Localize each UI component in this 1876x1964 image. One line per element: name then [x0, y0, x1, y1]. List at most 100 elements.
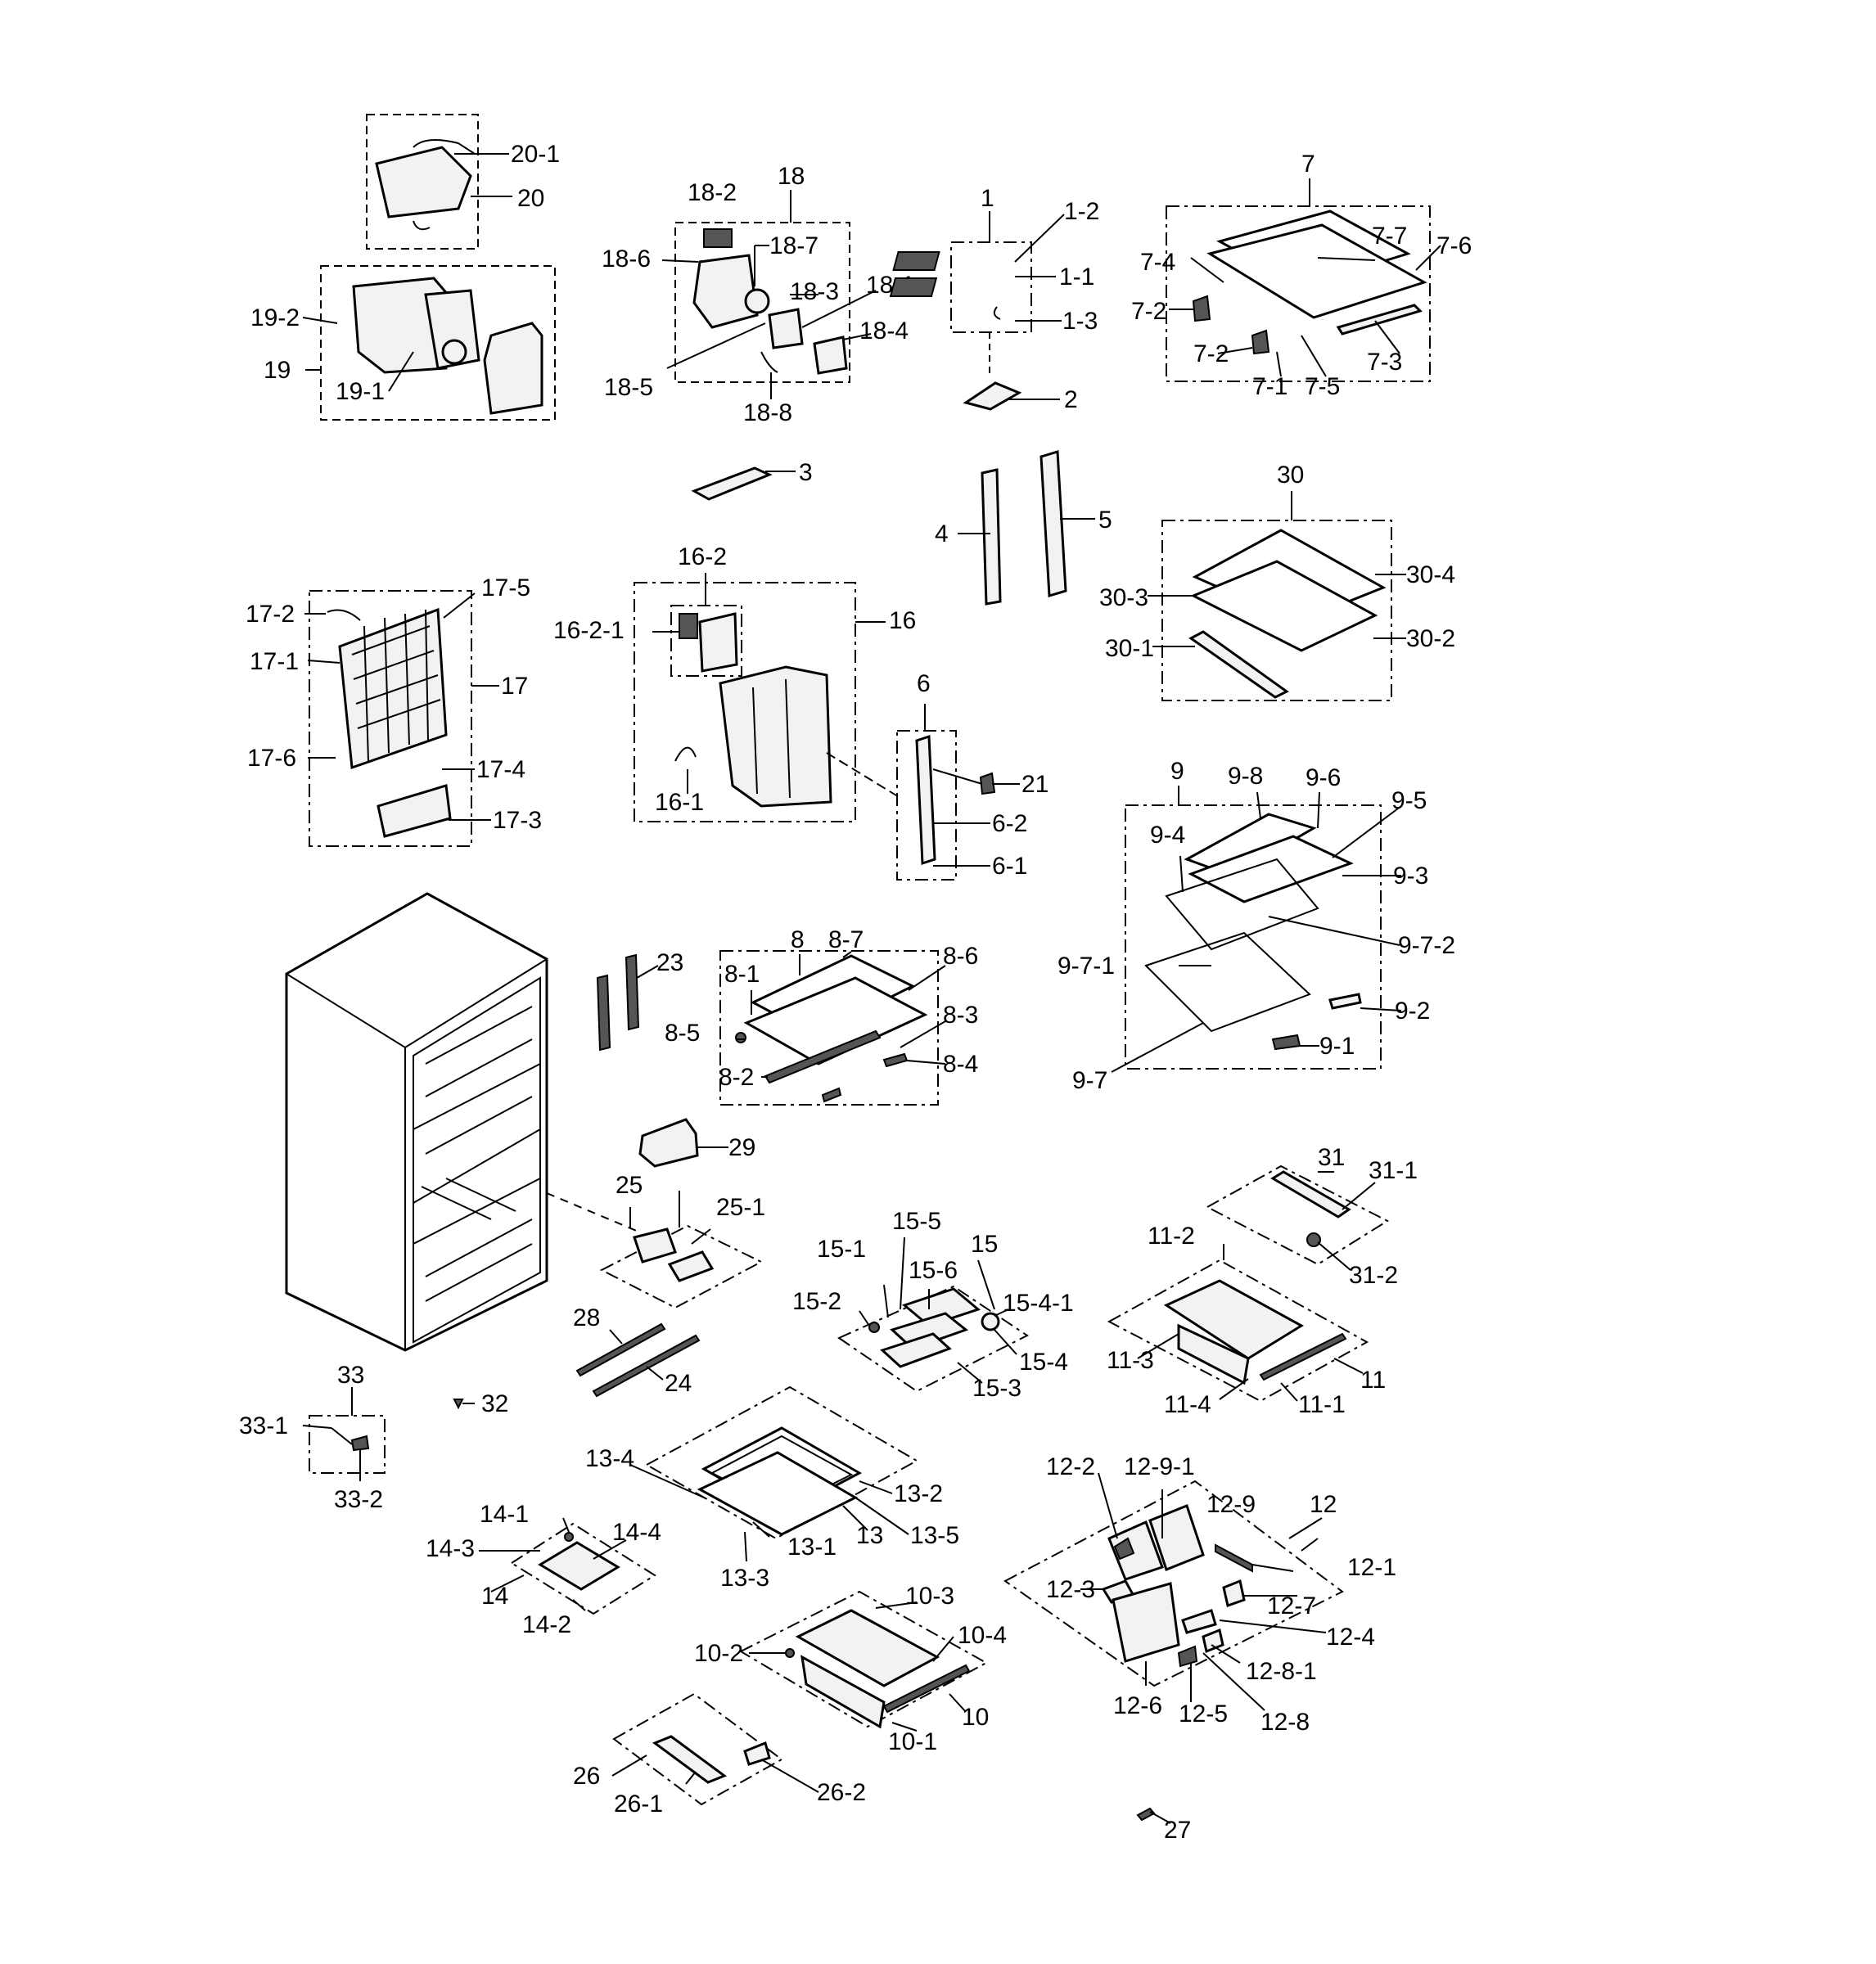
- label-2: 2: [1064, 386, 1078, 413]
- label-10-4: 10-4: [958, 1622, 1007, 1649]
- group-10: [738, 1590, 989, 1732]
- label-8-5: 8-5: [665, 1020, 700, 1047]
- label-19: 19: [264, 357, 291, 384]
- label-17-6: 17-6: [247, 745, 296, 772]
- label-12-7: 12-7: [1267, 1592, 1316, 1619]
- label-8: 8: [791, 926, 805, 953]
- label-29: 29: [728, 1134, 755, 1161]
- label-5: 5: [1098, 507, 1112, 534]
- label-18-4: 18-4: [859, 318, 909, 345]
- label-15-4-1: 15-4-1: [1003, 1290, 1074, 1317]
- label-15-3: 15-3: [972, 1375, 1021, 1402]
- label-33: 33: [337, 1362, 364, 1389]
- label-7: 7: [1301, 151, 1315, 178]
- label-17-5: 17-5: [481, 574, 530, 601]
- label-14: 14: [481, 1583, 508, 1610]
- label-17-1: 17-1: [250, 648, 299, 675]
- label-10: 10: [962, 1704, 989, 1731]
- label-13-3: 13-3: [720, 1565, 769, 1592]
- group-20: [366, 114, 512, 250]
- parts-3-4-5: [691, 450, 1095, 606]
- label-20: 20: [517, 185, 544, 212]
- label-28: 28: [573, 1304, 600, 1331]
- label-12-5: 12-5: [1179, 1700, 1228, 1728]
- label-9-7-2: 9-7-2: [1398, 932, 1455, 959]
- label-9-2: 9-2: [1395, 998, 1430, 1025]
- label-8-2: 8-2: [719, 1064, 754, 1091]
- label-30: 30: [1277, 462, 1304, 489]
- label-14-4: 14-4: [612, 1519, 661, 1546]
- parts-23-24-28: [575, 953, 701, 1398]
- label-18-6: 18-6: [602, 246, 651, 273]
- label-33-1: 33-1: [239, 1412, 288, 1439]
- group-26: [611, 1692, 1171, 1824]
- label-6-1: 6-1: [992, 853, 1027, 880]
- label-7-3: 7-3: [1367, 349, 1402, 376]
- label-24: 24: [665, 1370, 692, 1397]
- label-11-4: 11-4: [1164, 1391, 1211, 1418]
- group-15: [837, 1237, 1029, 1393]
- label-12: 12: [1310, 1491, 1337, 1518]
- label-13-4: 13-4: [585, 1445, 634, 1472]
- group-18: [661, 190, 877, 399]
- label-30-4: 30-4: [1406, 561, 1455, 588]
- label-9: 9: [1170, 758, 1184, 785]
- label-18-2: 18-2: [688, 179, 737, 206]
- label-32: 32: [481, 1390, 508, 1417]
- label-11: 11: [1360, 1367, 1386, 1394]
- label-27: 27: [1164, 1817, 1191, 1844]
- group-14: [479, 1517, 656, 1615]
- label-9-8: 9-8: [1228, 763, 1263, 790]
- label-19-2: 19-2: [250, 304, 300, 331]
- label-26: 26: [573, 1763, 600, 1790]
- label-9-1: 9-1: [1319, 1033, 1355, 1060]
- label-14-1: 14-1: [480, 1501, 529, 1528]
- label-15-5: 15-5: [892, 1208, 941, 1235]
- group-19: [302, 265, 556, 421]
- label-1-3: 1-3: [1062, 308, 1098, 335]
- group-1: [889, 211, 1065, 411]
- label-1: 1: [981, 185, 994, 212]
- label-12-2: 12-2: [1046, 1453, 1095, 1480]
- label-13-2: 13-2: [894, 1480, 943, 1507]
- label-11-3: 11-3: [1107, 1347, 1154, 1374]
- label-19-1: 19-1: [336, 378, 385, 405]
- label-12-8: 12-8: [1260, 1709, 1310, 1736]
- label-7-7: 7-7: [1372, 223, 1407, 250]
- label-15-1: 15-1: [817, 1236, 866, 1263]
- label-8-4: 8-4: [943, 1051, 978, 1078]
- label-16-2-1: 16-2-1: [553, 617, 625, 644]
- label-30-2: 30-2: [1406, 625, 1455, 652]
- label-21: 21: [1021, 771, 1048, 798]
- label-13-5: 13-5: [910, 1522, 959, 1549]
- label-9-7: 9-7: [1072, 1067, 1107, 1094]
- label-18-3: 18-3: [790, 278, 839, 305]
- label-7-5: 7-5: [1305, 373, 1340, 400]
- label-12-1: 12-1: [1347, 1554, 1396, 1581]
- label-12-4: 12-4: [1326, 1624, 1375, 1651]
- label-8-6: 8-6: [943, 943, 978, 970]
- label-11-1: 11-1: [1298, 1391, 1346, 1418]
- label-14-2: 14-2: [522, 1611, 571, 1638]
- label-18-8: 18-8: [743, 399, 792, 426]
- label-10-1: 10-1: [888, 1728, 937, 1755]
- label-7-1: 7-1: [1252, 373, 1287, 400]
- label-25: 25: [616, 1172, 643, 1199]
- label-31-1: 31-1: [1369, 1157, 1418, 1184]
- group-9: [1111, 786, 1402, 1073]
- label-13: 13: [856, 1522, 883, 1549]
- label-17-4: 17-4: [476, 756, 525, 783]
- label-6: 6: [917, 670, 931, 697]
- label-7-6: 7-6: [1436, 232, 1472, 259]
- label-1-2: 1-2: [1064, 198, 1099, 225]
- group-13: [629, 1385, 919, 1562]
- group-12: [1003, 1472, 1344, 1711]
- label-12-6: 12-6: [1113, 1692, 1162, 1719]
- label-12-9: 12-9: [1206, 1491, 1256, 1518]
- label-8-7: 8-7: [828, 926, 864, 953]
- label-14-3: 14-3: [426, 1535, 475, 1562]
- label-17: 17: [501, 673, 528, 700]
- label-17-3: 17-3: [493, 807, 542, 834]
- label-9-3: 9-3: [1393, 863, 1428, 890]
